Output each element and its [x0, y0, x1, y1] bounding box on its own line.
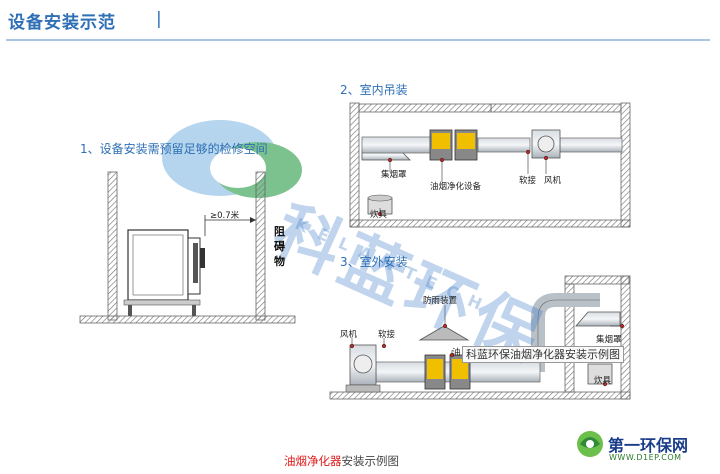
flex-label: 软接	[519, 176, 537, 186]
site-logo-url[interactable]: WWW.D1EP.COM	[609, 453, 682, 462]
caption-highlight: 油烟净化器	[284, 454, 342, 468]
diagram-outdoor	[329, 275, 631, 400]
page-title: 设备安装示范	[8, 13, 116, 33]
rain-cap-label: 防雨装置	[423, 296, 458, 306]
caption: 油烟净化器安装示例图	[284, 453, 399, 469]
purifier-label: 油烟净化设备	[430, 182, 482, 192]
header-underline	[6, 39, 710, 41]
stove2-label: 炊具	[594, 376, 612, 386]
section-3-title: 3、室外安装	[340, 255, 408, 269]
fan-label: 风机	[544, 176, 562, 186]
caption-rest: 安装示例图	[341, 454, 400, 468]
hood2-label: 集烟罩	[596, 335, 622, 345]
watermark-logo	[162, 120, 302, 198]
purifier2-label: 油	[452, 348, 461, 358]
stove-label: 炊具	[370, 210, 388, 220]
diagram-clearance	[79, 171, 296, 324]
title-separator: |	[156, 9, 162, 29]
obstacle-label: 阻碍物	[274, 225, 285, 268]
hood-label: 集烟罩	[381, 170, 407, 180]
image-tooltip: 科蓝环保油烟净化器安装示例图	[462, 346, 624, 363]
diagram-indoor	[349, 102, 631, 228]
logo-mark	[577, 431, 603, 457]
clearance-label: ≥0.7米	[210, 211, 240, 221]
site-logo-name[interactable]: 第一环保网	[608, 436, 689, 455]
section-1-title: 1、设备安装需预留足够的检修空间	[80, 142, 268, 156]
fan2-label: 风机	[340, 330, 358, 340]
section-2-title: 2、室内吊装	[340, 83, 408, 97]
flex2-label: 软接	[378, 330, 396, 340]
